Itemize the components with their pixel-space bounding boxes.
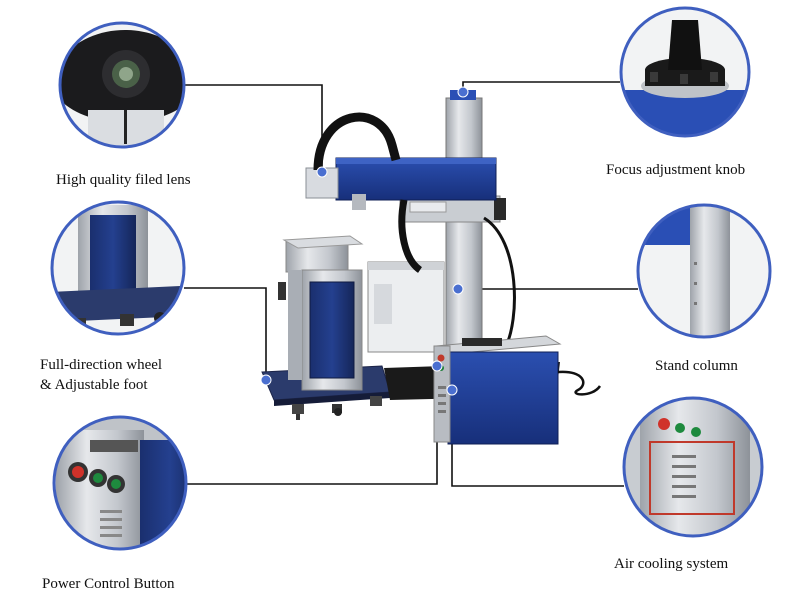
- label-power: Power Control Button: [42, 576, 175, 592]
- marker-column: [452, 283, 464, 295]
- marker-air: [446, 384, 458, 396]
- knob-closeup-icon: [619, 6, 751, 138]
- laser-machine: [261, 90, 602, 445]
- leader-line-lens: [184, 84, 323, 172]
- marker-wheel: [260, 374, 272, 386]
- lens-closeup-icon: [58, 21, 186, 149]
- label-lens: High quality filed lens: [56, 172, 191, 188]
- vent-highlight-box: [649, 441, 735, 515]
- leader-line-wheel: [184, 287, 267, 380]
- label-wheel-line2: & Adjustable foot: [40, 377, 148, 393]
- callout-markers: [260, 86, 469, 396]
- marker-focus: [457, 86, 469, 98]
- label-wheel: Full-direction wheel & Adjustable foot: [40, 355, 162, 395]
- marker-lens: [316, 166, 328, 178]
- wheel-closeup-icon: [50, 200, 186, 336]
- buttons-closeup-icon: [52, 415, 188, 551]
- label-air: Air cooling system: [614, 556, 729, 572]
- label-column: Stand column: [655, 358, 738, 374]
- column-closeup-icon: [636, 203, 772, 339]
- label-wheel-line1: Full-direction wheel: [40, 357, 163, 373]
- leader-line-focus: [462, 81, 620, 90]
- label-focus: Focus adjustment knob: [606, 162, 746, 178]
- vent-closeup-icon: [622, 396, 764, 538]
- marker-power: [431, 360, 443, 372]
